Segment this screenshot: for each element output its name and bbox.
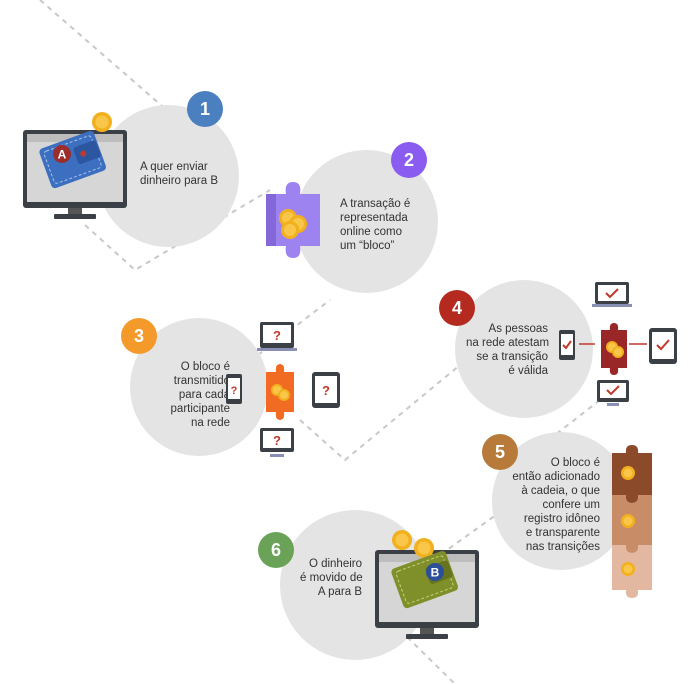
coin-icon (392, 530, 434, 558)
step-3-badge: 3 (121, 318, 157, 354)
broadcast-illustration: ? ? ? ? (226, 322, 340, 457)
step-5-badge: 5 (482, 434, 518, 470)
step-2-badge: 2 (391, 142, 427, 178)
monitor-wallet-b-illustration: B (375, 530, 479, 639)
wallet-a-label: A (58, 148, 67, 162)
blockchain-chain-illustration (612, 445, 652, 598)
tablet-icon: ? (312, 372, 340, 408)
question-icon: ? (273, 328, 281, 343)
step-4-text: As pessoas na rede atestam se a transiçã… (466, 323, 550, 377)
monitor-icon: ? (257, 322, 297, 351)
phone-icon: ? (226, 374, 242, 404)
wallet-b-badge (426, 563, 444, 581)
coin-icon (92, 112, 112, 132)
monitor-icon (597, 380, 629, 406)
puzzle-block-icon (612, 445, 652, 503)
monitor-wallet-a-illustration: A (23, 112, 127, 219)
puzzle-block-icon (612, 545, 652, 598)
question-icon: ? (273, 433, 281, 448)
checkmark-icon (656, 339, 670, 351)
question-icon: ? (231, 385, 238, 397)
wallet-a-badge (53, 145, 71, 163)
step-2-text: A transação é representada online como u… (340, 198, 411, 252)
question-icon: ? (322, 383, 330, 398)
step-1-badge: 1 (187, 91, 223, 127)
tablet-icon (649, 328, 677, 364)
step-3-text: O bloco é transmitido para cada particip… (170, 361, 230, 429)
puzzle-block-icon (266, 364, 294, 420)
checkmark-icon (562, 340, 572, 350)
checkmark-icon (605, 288, 619, 299)
wallet-icon (39, 131, 106, 189)
puzzle-block-icon (612, 495, 652, 553)
checkmark-icon (606, 385, 620, 396)
wallet-b-label: B (431, 566, 440, 580)
step-6-text: O dinheiro é movido de A para B (300, 558, 363, 598)
monitor-icon (592, 282, 632, 307)
coin-icon (279, 209, 307, 239)
step-1-text: A quer enviar dinheiro para B (140, 161, 218, 187)
puzzle-block-icon (601, 323, 627, 375)
step-4-badge: 4 (439, 290, 475, 326)
step-6-badge: 6 (258, 532, 294, 568)
phone-icon (559, 330, 575, 360)
puzzle-block-icon (266, 182, 320, 258)
validation-illustration (559, 282, 677, 406)
monitor-icon: ? (260, 428, 294, 457)
step-5-text: O bloco é então adicionado à cadeia, o q… (512, 457, 600, 553)
